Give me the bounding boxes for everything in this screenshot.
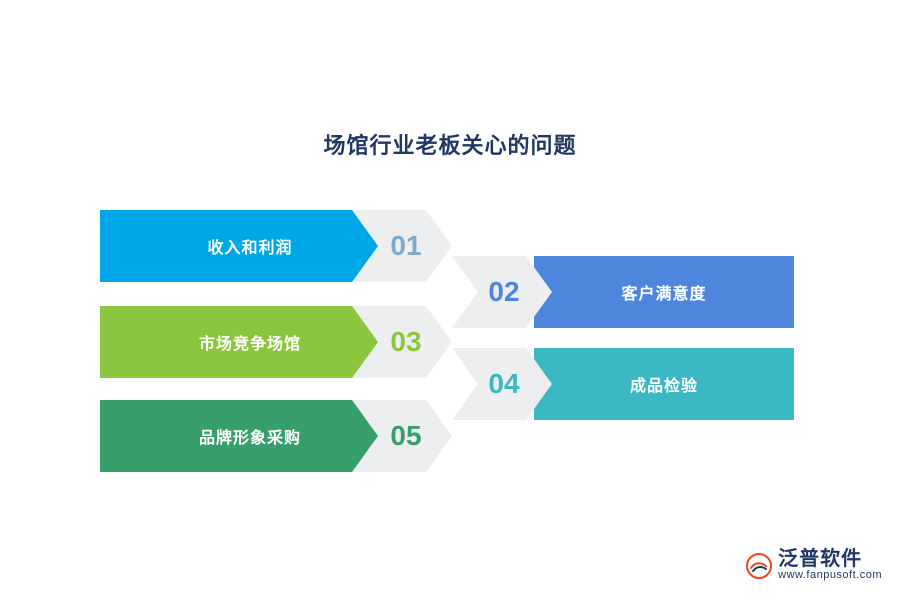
bar-item-05[interactable]: 品牌形象采购 [100,400,400,472]
diagram-row-01: 收入和利润 01 [100,210,452,282]
number-01: 01 [390,230,422,261]
logo-name: 泛普软件 [778,548,863,571]
number-03: 03 [390,326,422,357]
bar-label-01: 收入和利润 [207,240,293,257]
number-04: 04 [488,368,520,399]
diagram-row-02: 客户满意度 02 [452,256,800,328]
bar-item-03[interactable]: 市场竞争场馆 [100,306,400,378]
diagram-row-05: 品牌形象采购 05 [100,400,452,472]
diagram-row-03: 市场竞争场馆 03 [100,306,452,378]
page-title: 场馆行业老板关心的问题 [323,133,577,158]
bar-label-04: 成品检验 [629,378,698,395]
logo-url: www.fanpusoft.com [778,569,882,582]
bar-label-03: 市场竞争场馆 [198,336,301,353]
logo-mark-icon [746,552,773,579]
diagram-row-04: 成品检验 04 [452,348,800,420]
bar-label-02: 客户满意度 [621,286,707,303]
logo-text: 泛普软件 www.fanpusoft.com [778,549,882,582]
brand-logo: 泛普软件 www.fanpusoft.com [746,549,882,582]
bar-item-02[interactable]: 客户满意度 [534,256,794,328]
bar-item-01[interactable]: 收入和利润 [100,210,400,282]
number-05: 05 [390,420,422,451]
bar-item-04[interactable]: 成品检验 [534,348,794,420]
bar-label-05: 品牌形象采购 [198,430,301,447]
number-02: 02 [488,276,520,307]
